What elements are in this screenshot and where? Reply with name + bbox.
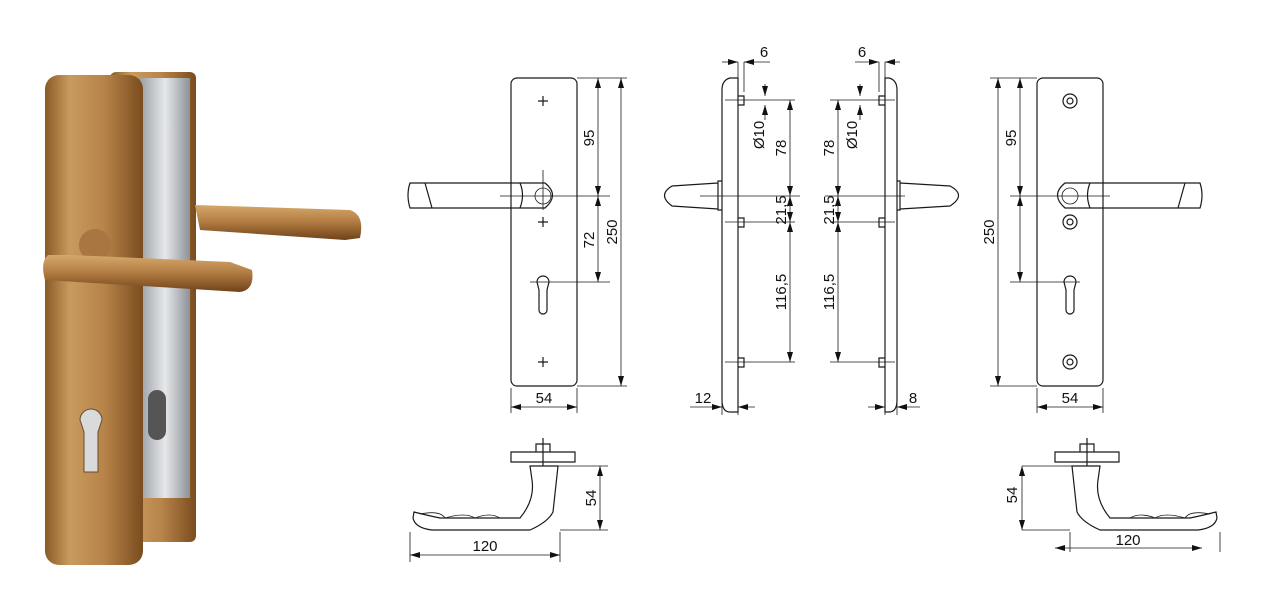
lever-rose [79,229,111,261]
dim-dia-10: Ø10 [844,121,861,149]
dim-12: 12 [695,390,712,407]
dim-78: 78 [821,140,838,157]
dim-120: 120 [472,538,497,555]
dim-6: 6 [760,44,768,61]
lever-side [663,180,722,211]
dim-54: 54 [1004,487,1021,504]
dim-95: 95 [1003,130,1020,147]
dim-250: 250 [981,219,998,244]
front-plate [45,75,143,565]
dim-6: 6 [858,44,866,61]
dim-95: 95 [581,130,598,147]
screw-marks [538,96,548,367]
dim-250: 250 [604,219,621,244]
front-lever [43,255,253,292]
front-view-right: 95 250 54 [981,77,1203,413]
dim-72: 72 [581,232,598,249]
top-view-left: 54 120 [409,438,608,562]
dim-120: 120 [1115,532,1140,549]
dim-116-5: 116,5 [773,274,790,310]
side-view-left: 6 Ø10 78 21,5 116,5 12 [663,44,800,415]
lever-outline [407,182,554,209]
dim-dia-10: Ø10 [751,121,768,149]
side-view-right: 6 Ø10 78 21,5 116,5 8 [821,44,960,415]
dim-54: 54 [536,390,553,407]
dim-78: 78 [773,140,790,157]
dim-21-5: 21,5 [821,195,838,224]
dim-54: 54 [1062,390,1079,407]
rear-keyhole [148,390,166,440]
dim-8: 8 [909,390,917,407]
dim-116-5: 116,5 [821,274,838,310]
product-photo [43,72,362,565]
top-view-right [1019,438,1221,552]
front-view-left: 95 72 250 54 [407,77,627,413]
rear-lever [195,205,362,240]
front-keyhole [79,408,103,473]
dim-54: 54 [583,490,600,507]
keyhole [536,275,550,315]
dim-21-5: 21,5 [773,195,790,224]
